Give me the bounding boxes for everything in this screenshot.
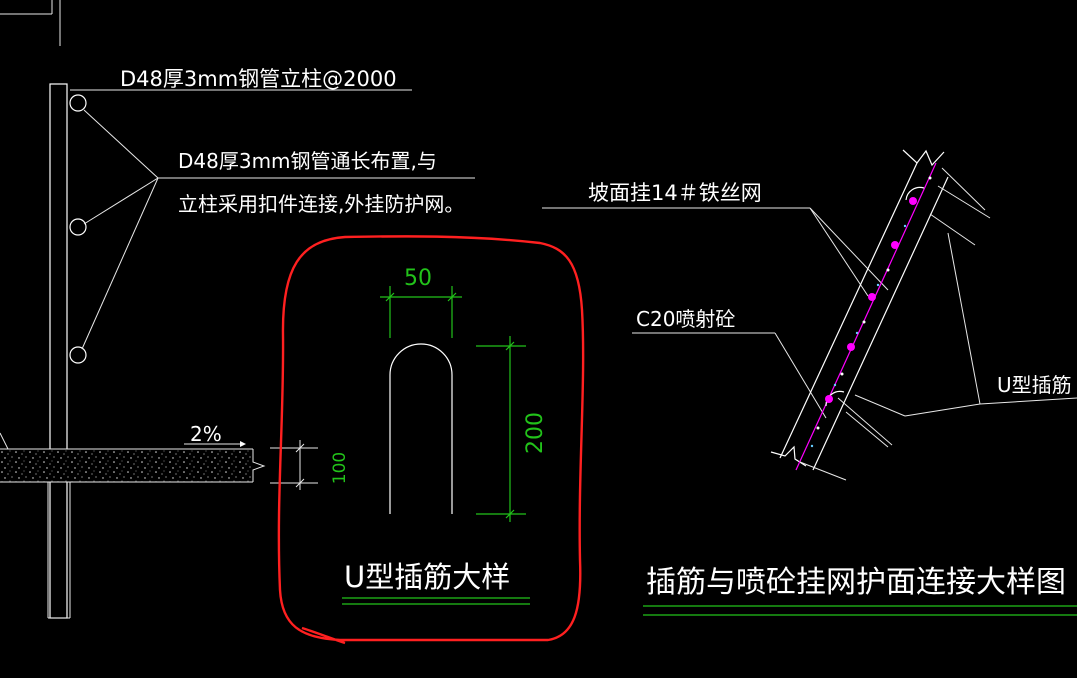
steel-post <box>49 83 68 619</box>
dim-height-label: 200 <box>523 412 548 454</box>
slope-grade-label: 2% <box>190 422 222 446</box>
main-detail-title: 插筋与喷砼挂网护面连接大样图 <box>646 565 1066 600</box>
u-bar-note: U型插筋 <box>997 373 1072 397</box>
rail-note-line2: 立柱采用扣件连接,外挂防护网。 <box>178 192 464 216</box>
fence-assembly <box>0 0 475 619</box>
anchor-dot-4 <box>847 343 855 351</box>
wire-mesh-note: 坡面挂14＃铁丝网 <box>588 181 762 205</box>
wire-mesh-line <box>795 162 937 471</box>
post-note: D48厚3mm钢管立柱@2000 <box>120 67 397 91</box>
shotcrete-note: C20喷射砼 <box>636 307 735 331</box>
ground-depth-label: 100 <box>330 452 350 484</box>
ground-section <box>0 449 253 482</box>
slope-section <box>542 149 1077 616</box>
red-markup-loop <box>277 235 585 645</box>
anchor-dot-3 <box>868 293 876 301</box>
anchor-dot-5 <box>825 395 833 403</box>
anchor-dot-1 <box>909 197 917 205</box>
u-bar-detail <box>277 235 585 645</box>
rail-note-line1: D48厚3mm钢管通长布置,与 <box>178 149 437 173</box>
dim-width-label: 50 <box>404 266 432 291</box>
u-bar-detail-title: U型插筋大样 <box>344 560 510 594</box>
anchor-dot-2 <box>891 241 899 249</box>
rail-section-top <box>69 94 87 112</box>
rail-section-low <box>69 346 87 364</box>
rail-section-mid <box>69 218 87 236</box>
u-bar-outline <box>389 343 453 514</box>
